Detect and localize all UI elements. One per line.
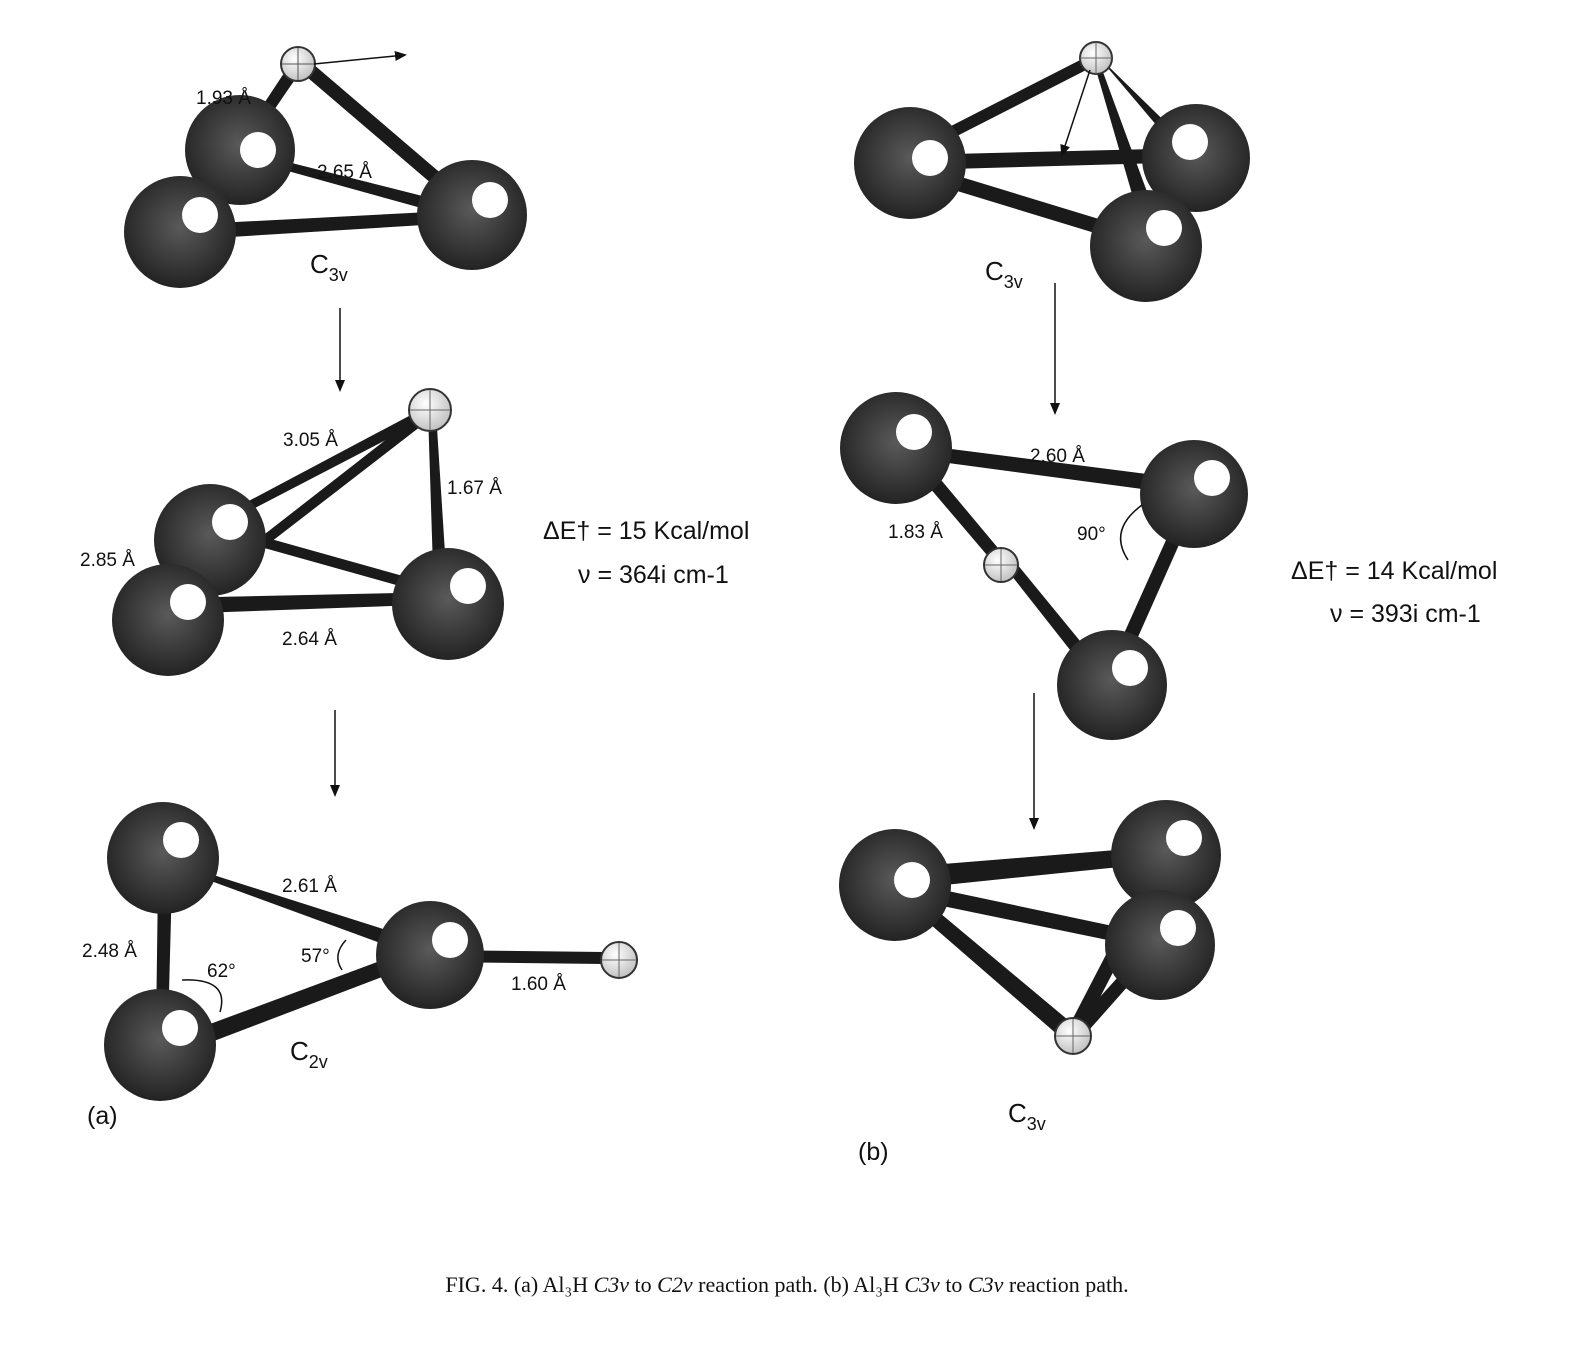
- aluminum-atom: [417, 160, 527, 270]
- atom-highlight: [1146, 210, 1182, 246]
- aluminum-atom: [124, 176, 236, 288]
- bond: [168, 592, 448, 614]
- hydrogen-atom-mark: [985, 549, 1017, 581]
- bond: [156, 944, 432, 1060]
- bond: [908, 162, 1148, 248]
- panel-label: (a): [87, 1102, 118, 1130]
- imaginary-frequency-label: ν = 393i cm-1: [1330, 600, 1481, 628]
- atom-highlight: [163, 822, 199, 858]
- bond-length-label: 2.61 Å: [282, 876, 337, 897]
- angle-arc: [1119, 504, 1143, 561]
- caption-symmetry: C3v: [967, 1272, 1004, 1297]
- caption-text: reaction path.: [1008, 1272, 1129, 1297]
- imaginary-frequency-label: ν = 364i cm-1: [578, 561, 729, 589]
- atom-highlight: [896, 414, 932, 450]
- atom-highlight: [182, 197, 218, 233]
- atom-highlight: [240, 132, 276, 168]
- bond-length-label: 2.64 Å: [282, 629, 337, 650]
- bond: [240, 150, 472, 222]
- atom-highlight: [894, 862, 930, 898]
- bond: [894, 846, 1168, 890]
- figure-caption: FIG. 4. (a) Al₃H C3v to C2v reaction pat…: [0, 1272, 1574, 1298]
- aluminum-atom: [840, 392, 952, 504]
- aluminum-atom: [1090, 190, 1202, 302]
- atom-highlight: [1112, 650, 1148, 686]
- bond-length-label: 1.60 Å: [511, 974, 566, 995]
- displacement-arrow: [313, 51, 407, 65]
- bond: [294, 58, 472, 208]
- panel-a-step1-molecule: [124, 46, 527, 288]
- atom-highlight: [1172, 124, 1208, 160]
- panel-b-step2-molecule: [840, 392, 1248, 740]
- angle-arc: [337, 939, 347, 971]
- aluminum-atom: [854, 107, 966, 219]
- caption-fig-label: FIG. 4.: [445, 1272, 509, 1297]
- caption-symmetry: C2v: [657, 1272, 693, 1297]
- aluminum-atom: [1105, 890, 1215, 1000]
- caption-text: reaction path.: [698, 1272, 818, 1297]
- atom-highlight: [1166, 820, 1202, 856]
- bond: [894, 880, 1160, 950]
- caption-symmetry: C3v: [904, 1272, 940, 1297]
- panel-b-step1-molecule: [854, 41, 1250, 302]
- caption-part-b: (b) Al₃H: [823, 1272, 899, 1297]
- bond-length-label: 1.83 Å: [888, 522, 943, 543]
- displacement-arrow: [1060, 69, 1091, 157]
- caption-part-a: (a) Al₃H: [513, 1272, 589, 1297]
- bond: [896, 442, 1194, 496]
- bond-length-label: 2.48 Å: [82, 941, 137, 962]
- panel-b: C3v 2.60 Å 1.83 Å 90° ΔE† = 14 Kcal/mol …: [839, 41, 1497, 1166]
- panel-label: (b): [858, 1138, 889, 1166]
- hydrogen-atom-mark: [602, 943, 636, 977]
- panel-a-step3-molecule: [104, 802, 638, 1101]
- caption-text: to: [945, 1272, 963, 1297]
- angle-label: 57°: [301, 946, 330, 967]
- bond-length-label: 2.60 Å: [1030, 446, 1085, 467]
- symmetry-label: C3v: [310, 249, 348, 285]
- aluminum-atom: [1140, 440, 1248, 548]
- bond: [900, 888, 1080, 1042]
- angle-arc: [181, 979, 223, 1013]
- panel-a-step2-molecule: [112, 388, 504, 676]
- bond-length-label: 1.67 Å: [447, 478, 502, 499]
- caption-text: to: [634, 1272, 652, 1297]
- atom-highlight: [170, 584, 206, 620]
- aluminum-atom: [1057, 630, 1167, 740]
- hydrogen-atom-mark: [1056, 1019, 1090, 1053]
- aluminum-atom: [112, 564, 224, 676]
- bond-length-label: 2.65 Å: [317, 162, 372, 183]
- symmetry-label: C2v: [290, 1036, 328, 1072]
- bond-length-label: 1.93 Å: [196, 88, 251, 109]
- aluminum-atom: [376, 901, 484, 1009]
- caption-symmetry: C3v: [593, 1272, 630, 1297]
- hydrogen-atom-mark: [1080, 42, 1112, 74]
- activation-energy-label: ΔE† = 14 Kcal/mol: [1291, 557, 1497, 585]
- bond: [178, 210, 472, 240]
- atom-highlight: [1194, 460, 1230, 496]
- symmetry-label: C3v: [985, 256, 1023, 292]
- hydrogen-atom-mark: [410, 390, 450, 430]
- aluminum-atom: [392, 548, 504, 660]
- atom-highlight: [450, 568, 486, 604]
- panel-a: 1.93 Å 2.65 Å C3v 3.05 Å 1.67 Å 2.85 Å 2…: [80, 46, 749, 1130]
- hydrogen-atom-mark: [282, 48, 314, 80]
- atom-highlight: [912, 140, 948, 176]
- atom-highlight: [212, 504, 248, 540]
- bond: [228, 408, 432, 520]
- bond-length-label: 3.05 Å: [283, 430, 338, 451]
- aluminum-atom: [107, 802, 219, 914]
- atom-highlight: [1160, 910, 1196, 946]
- angle-label: 62°: [207, 961, 236, 982]
- angle-label: 90°: [1077, 524, 1106, 545]
- atom-highlight: [472, 182, 508, 218]
- atom-highlight: [162, 1010, 198, 1046]
- bond-length-label: 2.85 Å: [80, 550, 135, 571]
- bond: [160, 858, 432, 962]
- activation-energy-label: ΔE† = 15 Kcal/mol: [543, 517, 749, 545]
- aluminum-atom: [104, 989, 216, 1101]
- symmetry-label: C3v: [1008, 1098, 1046, 1134]
- atom-highlight: [432, 922, 468, 958]
- panel-b-step3-molecule: [839, 800, 1221, 1055]
